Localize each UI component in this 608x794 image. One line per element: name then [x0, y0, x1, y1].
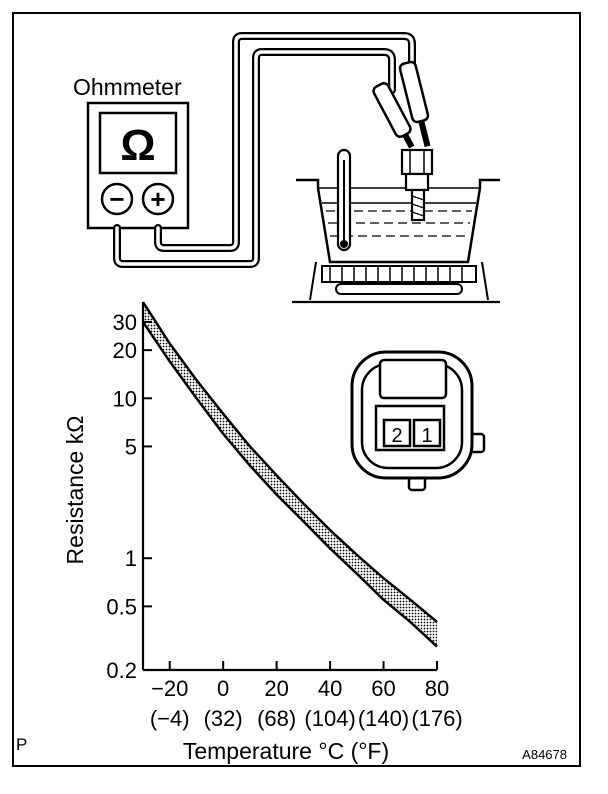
- water-bath: [292, 148, 500, 304]
- x-tick-label-fahrenheit: (68): [257, 706, 296, 731]
- stove-legs: [309, 261, 489, 301]
- ohm-symbol-icon: Ω: [120, 121, 155, 170]
- resistance-upper-curve: [141, 301, 438, 623]
- thermometer-bulb: [340, 240, 348, 248]
- stove-burner: [321, 265, 477, 283]
- x-tick-label-fahrenheit: (32): [204, 706, 243, 731]
- figure-id: A84678: [522, 747, 567, 762]
- x-tick-label: 80: [425, 676, 449, 701]
- plus-lead-wire: [154, 32, 416, 252]
- x-tick-label: 20: [264, 676, 288, 701]
- x-tick-label-fahrenheit: (−4): [150, 706, 190, 731]
- temperature-sensor: [400, 148, 434, 222]
- x-axis-label: Temperature °C (°F): [183, 738, 389, 764]
- connector-pin-1: 1: [421, 425, 432, 447]
- sensor-connector: [400, 148, 434, 176]
- pot-outline: [296, 178, 500, 264]
- minus-probe: [372, 82, 415, 149]
- connector-pin-2: 2: [391, 425, 402, 447]
- resistance-chart: 30 20 10 5 1 0.5 0.2 −20 (−4) 0 (32) 20 (68) 40 (104)…: [62, 301, 463, 764]
- x-tick-label: −20: [151, 676, 188, 701]
- connector-lock-tab: [378, 358, 448, 400]
- y-tick-label: 10: [113, 386, 137, 411]
- sensor-hex: [404, 172, 430, 192]
- connector-pin-1-box: [412, 418, 442, 448]
- burner-tube: [335, 283, 463, 295]
- x-tick-label-fahrenheit: (176): [411, 706, 462, 731]
- y-tick-label: 5: [125, 434, 137, 459]
- connector-pin-2-box: [382, 418, 412, 448]
- sensor-connector-face: 2 1: [350, 350, 486, 492]
- y-tick-label: 0.5: [106, 594, 137, 619]
- y-tick-label: 0.2: [106, 658, 137, 683]
- y-tick-label: 1: [125, 546, 137, 571]
- minus-terminal-symbol: −: [109, 184, 124, 214]
- x-tick-label: 40: [318, 676, 342, 701]
- x-tick-label-fahrenheit: (104): [304, 706, 355, 731]
- test-probes: [372, 60, 431, 149]
- x-tick-label: 60: [371, 676, 395, 701]
- ohmmeter-label: Ohmmeter: [73, 74, 182, 100]
- diagram-frame: [12, 12, 581, 767]
- resistance-band: [143, 302, 437, 647]
- plus-terminal-symbol: +: [150, 184, 165, 214]
- resistance-lower-curve: [141, 321, 438, 648]
- x-tick-label-fahrenheit: (140): [358, 706, 409, 731]
- ohmmeter-display: [98, 111, 178, 175]
- plus-probe: [398, 60, 431, 148]
- corner-letter: P: [16, 735, 27, 754]
- x-tick-label: 0: [217, 676, 229, 701]
- y-tick-label: 30: [113, 310, 137, 335]
- y-axis-label: Resistance kΩ: [62, 416, 88, 565]
- minus-terminal: [100, 182, 134, 216]
- burner-flames: [329, 266, 463, 282]
- ohmmeter: Ohmmeter Ω − +: [73, 74, 190, 230]
- plus-lead-wire-core: [156, 34, 414, 250]
- plus-terminal: [141, 182, 175, 216]
- minus-lead-wire-core: [115, 50, 394, 266]
- test-leads: [113, 32, 416, 268]
- y-tick-label: 20: [113, 338, 137, 363]
